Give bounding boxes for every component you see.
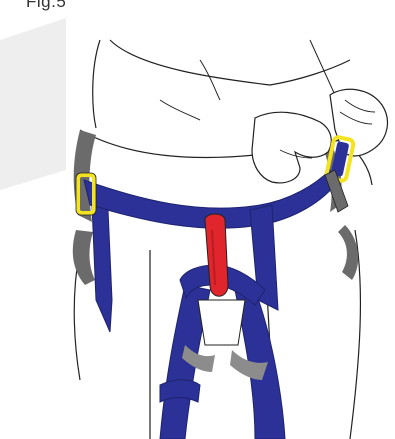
left-belt-tail	[92, 205, 112, 332]
background-panel	[0, 18, 66, 190]
left-hand	[252, 112, 331, 183]
shirt-folds	[160, 40, 335, 120]
crotch-panel	[198, 300, 245, 345]
torso-outline	[93, 40, 350, 128]
